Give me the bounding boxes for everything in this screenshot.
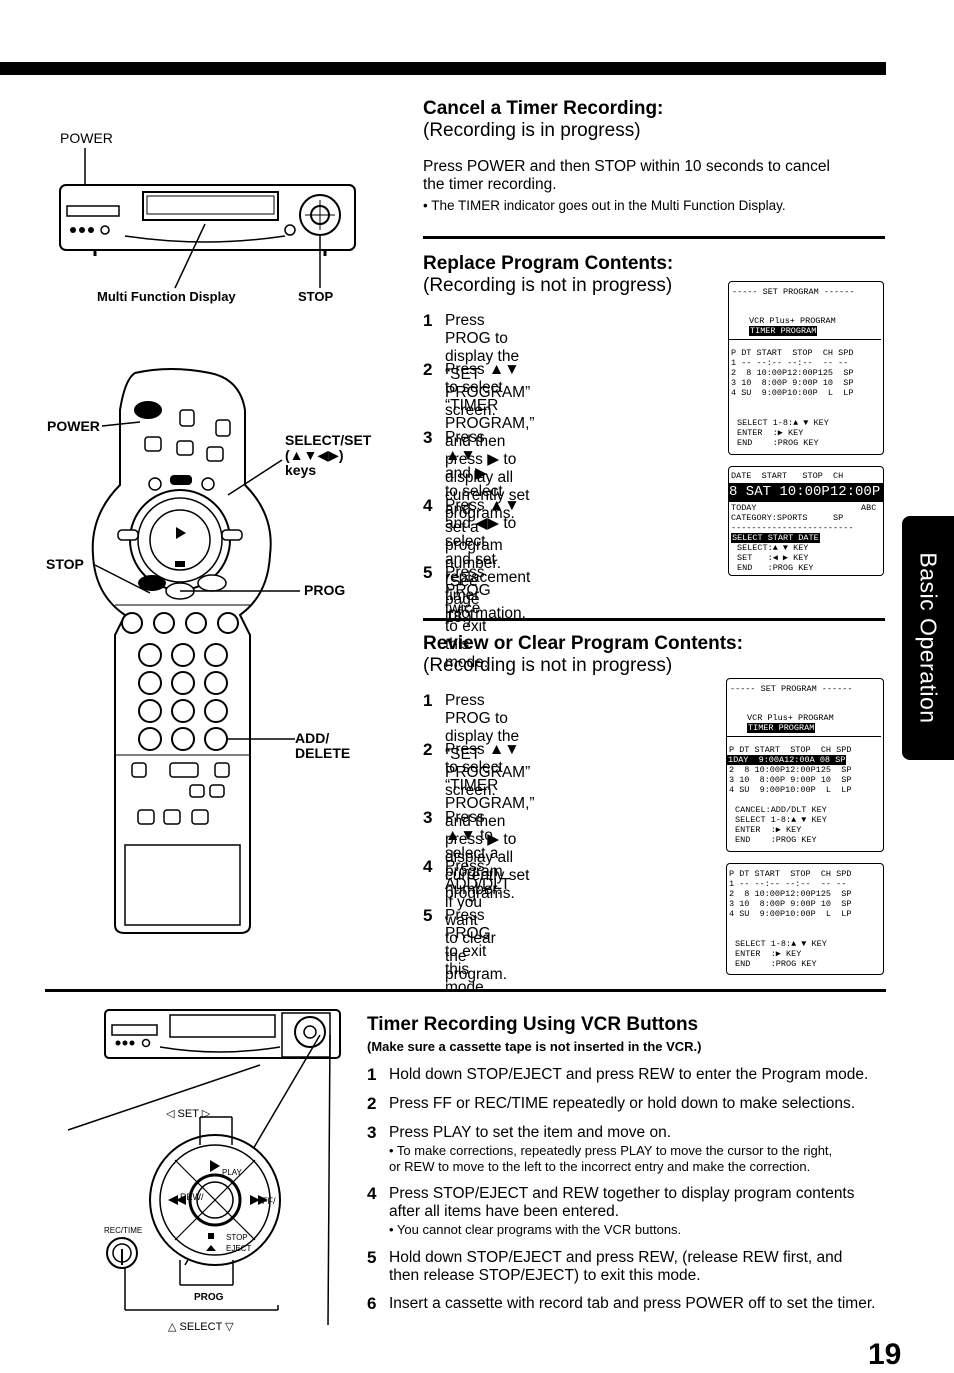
select-set-keys-label: SELECT/SET (▲▼◀▶) keys (285, 432, 372, 478)
add-delete-label: ADD/ DELETE (295, 730, 351, 761)
vcr-buttons-subtitle: (Make sure a cassette tape is not insert… (367, 1039, 702, 1054)
top-bar (0, 62, 886, 75)
set-program-screen-2: ----- SET PROGRAM ------ VCR Plus+ PROGR… (726, 678, 884, 852)
prog-button-label: PROG (194, 1292, 224, 1303)
set-label: ◁ SET ▷ (166, 1108, 211, 1120)
remote-power-label: POWER (47, 418, 100, 434)
rec-time-label: REC/TIME (104, 1226, 143, 1235)
review-title: Review or Clear Program Contents: (423, 633, 743, 654)
replace-title: Replace Program Contents: (423, 253, 674, 274)
multi-function-display-label: Multi Function Display (97, 289, 236, 304)
cancel-body: Press POWER and then STOP within 10 seco… (423, 158, 830, 193)
select-label: △ SELECT ▽ (168, 1321, 234, 1333)
vcr-panel-illustration (67, 1009, 341, 1326)
page-number: 19 (868, 1338, 902, 1371)
vcr-step-4-note: • You cannot clear programs with the VCR… (389, 1222, 682, 1237)
power-label: POWER (60, 130, 113, 146)
ff-label: FF/ (262, 1196, 276, 1206)
program-list-screen: P DT START STOP CH SPD 1 -- --:-- --:-- … (726, 863, 884, 975)
vcr-buttons-title: Timer Recording Using VCR Buttons (367, 1014, 699, 1035)
stop-label: STOP (298, 289, 334, 304)
replace-timer-screen: DATE START STOP CH 8 SAT 10:00P12:00P 12… (728, 466, 884, 576)
section-divider (423, 236, 885, 239)
cancel-note: • The TIMER indicator goes out in the Mu… (423, 198, 786, 213)
eject-button-label: EJECT (226, 1244, 252, 1253)
review-subtitle: (Recording is not in progress) (423, 655, 673, 676)
stop-button-label: STOP (226, 1233, 248, 1242)
vcr-front-illustration (59, 148, 356, 289)
play-label: PLAY (222, 1168, 242, 1177)
replace-subtitle: (Recording is not in progress) (423, 275, 673, 296)
vcr-step-3-note: • To make corrections, repeatedly press … (389, 1143, 833, 1174)
rew-label: REW/ (180, 1192, 204, 1202)
cancel-subtitle: (Recording is in progress) (423, 120, 641, 141)
set-program-screen-1: ----- SET PROGRAM ------ VCR Plus+ PROGR… (728, 281, 884, 455)
section-divider (423, 618, 885, 621)
section-tab: Basic Operation (902, 516, 954, 760)
remote-prog-label: PROG (304, 582, 346, 598)
remote-stop-label: STOP (46, 556, 84, 572)
remote-control-illustration (91, 368, 300, 934)
cancel-title: Cancel a Timer Recording: (423, 98, 664, 119)
section-divider (45, 989, 886, 992)
